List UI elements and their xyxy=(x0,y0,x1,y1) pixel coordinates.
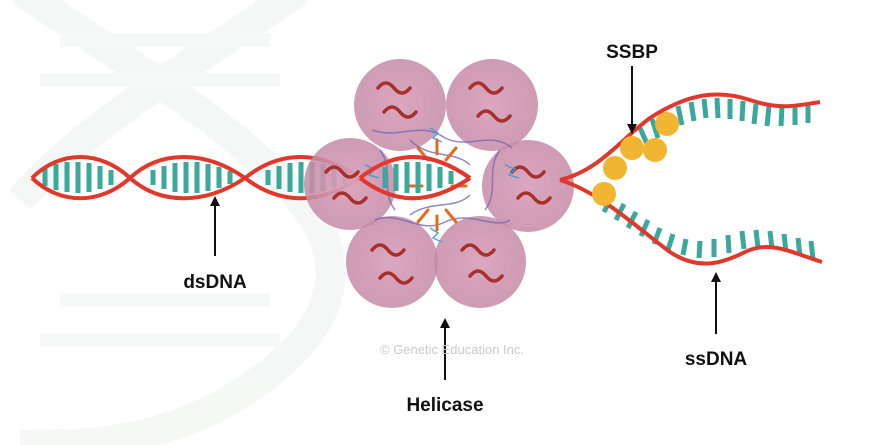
ssdna-lower-strand xyxy=(559,178,823,266)
background-helix-graphic xyxy=(8,0,346,445)
helicase-label: Helicase xyxy=(406,395,483,416)
ssbp-dot xyxy=(655,112,679,136)
ssbp-arrow xyxy=(627,66,637,134)
ssbp-dot xyxy=(643,138,667,162)
ssbp-label: SSBP xyxy=(606,42,658,63)
helicase-arrow xyxy=(440,318,450,380)
dsdna-label: dsDNA xyxy=(183,272,247,293)
helicase-structure-detail xyxy=(324,81,552,285)
dsdna-arrow xyxy=(210,196,220,256)
ssdna-label: ssDNA xyxy=(685,349,748,370)
ssdna-arrow xyxy=(711,272,721,334)
ssbp-dot xyxy=(603,156,627,180)
dsdna-through-helicase xyxy=(358,155,472,201)
ssbp-dot xyxy=(620,136,644,160)
pointer-arrows xyxy=(210,66,721,380)
copyright-watermark: © Genetic Education Inc. xyxy=(380,342,524,357)
ssbp-proteins xyxy=(592,112,679,206)
ssbp-dot xyxy=(592,182,616,206)
dsdna-base-pairs xyxy=(42,162,348,193)
helicase-protein xyxy=(304,59,574,308)
helicase-lobes xyxy=(304,59,574,308)
ssdna-upper-strand xyxy=(559,92,821,182)
